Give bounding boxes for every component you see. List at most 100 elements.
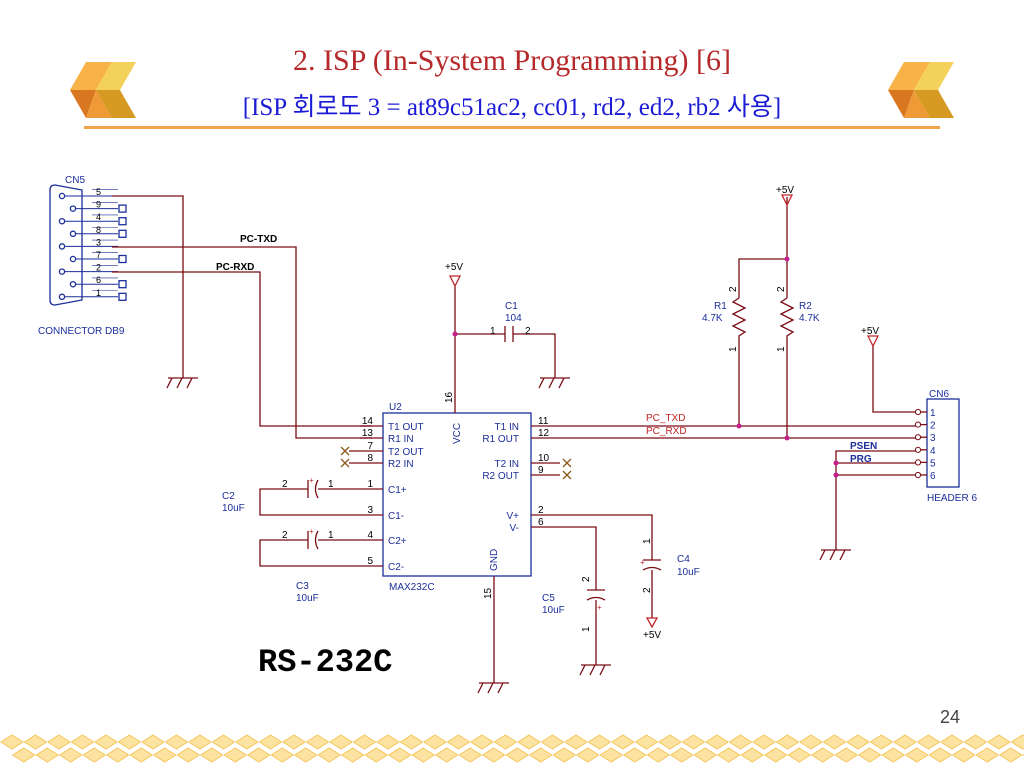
- diamond-tile: [106, 747, 130, 763]
- diamond-tile: [423, 734, 447, 750]
- diamond-tile: [317, 747, 341, 763]
- ic-vcc-label: VCC: [452, 423, 463, 444]
- diamond-tile: [541, 734, 564, 750]
- diamond-tile: [376, 734, 400, 750]
- db9-nc-terminal: [118, 204, 127, 213]
- diamond-tile: [823, 734, 846, 750]
- ic-right-pin-label: T2 IN: [495, 459, 519, 470]
- db9-pin-num: 5: [96, 187, 101, 197]
- header-pin-circle: [914, 421, 922, 428]
- diamond-tile: [153, 747, 177, 763]
- c3-value: 10uF: [296, 593, 319, 604]
- header-pin-num: 4: [930, 446, 936, 457]
- vcc-pin-num: 16: [444, 391, 455, 403]
- diamond-tile: [776, 734, 799, 750]
- ic-gnd-label: GND: [489, 549, 500, 571]
- ic-left-pin-label: R2 IN: [388, 459, 414, 470]
- c2-plus: +: [309, 476, 314, 485]
- diamond-tile: [717, 747, 741, 763]
- diamond-tile: [834, 747, 858, 763]
- c1-value: 104: [505, 313, 522, 324]
- ic-left-pin-num: 8: [367, 453, 373, 464]
- ic-left-pin-label: T1 OUT: [388, 422, 424, 433]
- db9-pin-circle: [58, 192, 66, 200]
- ic-right-pin-label: V-: [510, 523, 519, 534]
- ic-right-pin-label: R1 OUT: [482, 434, 519, 445]
- rs232c-caption: RS-232C: [258, 644, 393, 681]
- diamond-tile: [400, 734, 423, 750]
- ic-left-pin-num: 3: [367, 505, 373, 516]
- ic-left-pin-num: 7: [367, 441, 373, 452]
- c2-pin1: 1: [328, 479, 334, 490]
- diamond-tile: [917, 734, 940, 750]
- diamond-tile: [12, 747, 36, 763]
- diamond-tile: [599, 747, 623, 763]
- ic-left-pin-num: 13: [362, 428, 374, 439]
- diamond-tile: [212, 734, 235, 750]
- gnd-pin-num: 15: [483, 587, 494, 599]
- c3-pin1: 1: [328, 530, 334, 541]
- ic-name: MAX232C: [389, 582, 435, 593]
- net-prg: PRG: [850, 454, 872, 465]
- c3-pin2: 2: [282, 530, 288, 541]
- diamond-tile: [740, 747, 764, 763]
- db9-pin-num: 6: [96, 275, 101, 285]
- ic-right-pin-label: V+: [506, 511, 519, 522]
- net-pc-rxd-2: PC_RXD: [646, 426, 687, 437]
- db9-pin-num: 9: [96, 200, 101, 210]
- diamond-tile: [588, 734, 611, 750]
- diamond-tile: [705, 734, 729, 750]
- diamond-tile: [341, 747, 365, 763]
- ic-left-pin-label: T2 OUT: [388, 447, 424, 458]
- r2-value: 4.7K: [799, 313, 820, 324]
- db9-pin-circle: [58, 293, 66, 301]
- diamond-tile: [670, 747, 694, 763]
- ic-right-pin-num: 9: [538, 465, 544, 476]
- slide-title: 2. ISP (In-System Programming) [6]: [292, 44, 732, 77]
- header-pin-circle: [914, 434, 922, 441]
- diamond-tile: [188, 734, 212, 750]
- diamond-tile: [270, 747, 294, 763]
- db9-pin-circle: [58, 243, 66, 250]
- diamond-tile: [353, 734, 376, 750]
- diamond-tile: [799, 734, 823, 750]
- db9-pin-num: 1: [96, 288, 101, 298]
- diamond-tile: [611, 734, 635, 750]
- diamond-tile: [82, 747, 106, 763]
- power-label-pullup: +5V: [776, 185, 794, 196]
- header-name: HEADER 6: [927, 493, 977, 504]
- diamond-tile: [247, 747, 271, 763]
- c5-plus: +: [597, 603, 602, 612]
- ic-ref: U2: [389, 402, 402, 413]
- diamond-tile: [846, 734, 870, 750]
- diamond-tile: [59, 747, 83, 763]
- diamond-tile: [118, 734, 141, 750]
- diamond-tile: [165, 734, 188, 750]
- db9-nc-terminal: [118, 229, 127, 238]
- header-pin-num: 6: [930, 471, 936, 482]
- ic-right-pin-num: 2: [538, 505, 544, 516]
- diamond-tile: [306, 734, 329, 750]
- ic-left-pin-label: C1-: [388, 511, 404, 522]
- ic-left-pin-label: R1 IN: [388, 434, 414, 445]
- ic-right-pin-num: 11: [538, 416, 549, 427]
- db9-pin-circle: [69, 255, 77, 263]
- diamond-tile: [893, 734, 917, 750]
- header-pin-circle: [914, 446, 922, 453]
- diamond-tile: [576, 747, 600, 763]
- ic-left-pin-label: C2-: [388, 562, 404, 573]
- diamond-tile: [787, 747, 811, 763]
- diamond-tile: [259, 734, 282, 750]
- r1-pin1: 1: [728, 346, 739, 352]
- c2-value: 10uF: [222, 503, 245, 514]
- diamond-tile: [1011, 734, 1024, 750]
- diamond-tile: [646, 747, 670, 763]
- header-pin-circle: [914, 459, 922, 466]
- db9-pin-num: 4: [96, 212, 101, 222]
- db9-pin-num: 3: [96, 237, 101, 247]
- diamond-tile: [223, 747, 247, 763]
- db9-pin-num: 7: [96, 250, 101, 260]
- diamond-tile: [529, 747, 553, 763]
- c4-plus: +: [640, 558, 645, 567]
